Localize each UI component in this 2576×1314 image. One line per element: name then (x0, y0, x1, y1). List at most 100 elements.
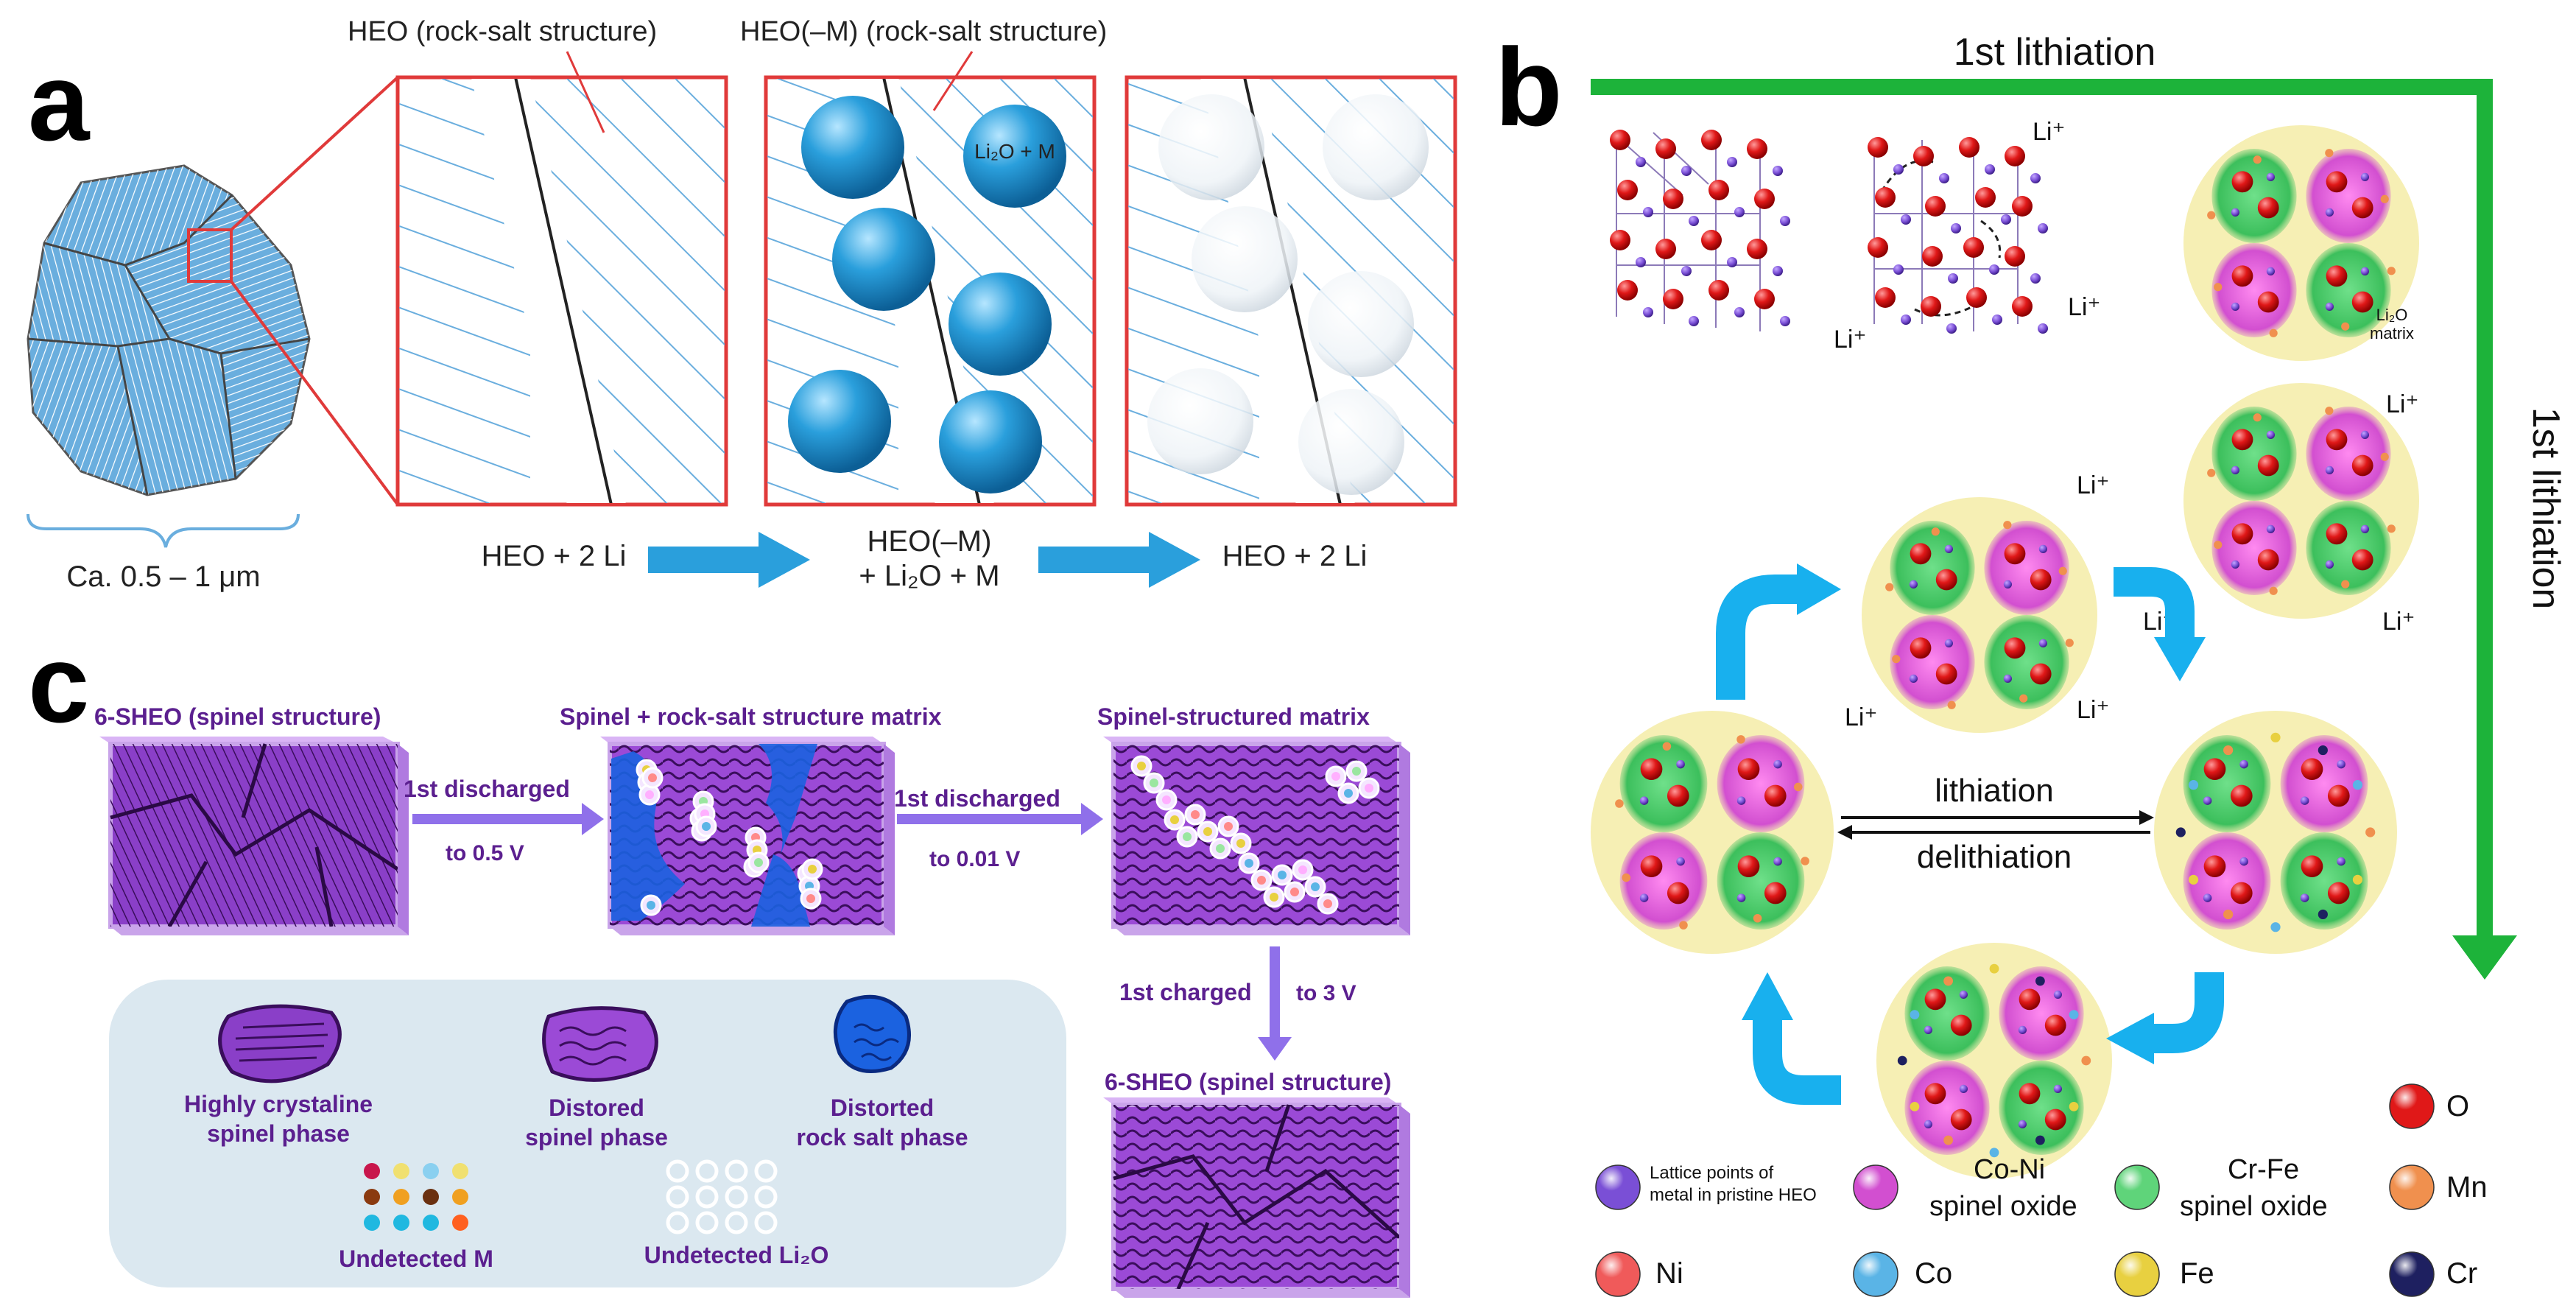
lattice-point (1924, 1120, 1932, 1128)
lattice-point (2030, 273, 2041, 284)
oxygen-atom (1701, 130, 1722, 150)
metal-dot (648, 773, 657, 782)
metal-dot (1245, 859, 1253, 868)
grain-size-label: Ca. 0.5 – 1 μm (66, 561, 260, 593)
metal-cluster (2035, 976, 2045, 986)
oxygen-atom (1875, 287, 1896, 308)
li2o-m-particle (788, 370, 891, 473)
legend-distorted-rs-1: Distorted (831, 1095, 934, 1121)
metal-dot (1224, 822, 1233, 831)
metal-cluster (2380, 452, 2389, 461)
composite-background (1591, 711, 1834, 954)
oxygen-atom (1617, 180, 1638, 200)
oxygen-atom (2326, 265, 2348, 287)
lattice-point (2018, 1025, 2027, 1034)
lattice-point (2266, 430, 2275, 440)
panel-a-letter: a (28, 40, 91, 164)
li2o-dot (666, 1159, 689, 1183)
undetected-li2o-dots (666, 1159, 778, 1234)
reaction-step-2a: HEO(–M) (868, 525, 992, 558)
legend-distorted-spinel-1: Distored (549, 1095, 644, 1121)
metal-dot (423, 1163, 439, 1179)
metal-dot (393, 1215, 409, 1231)
metal-cluster (1910, 1010, 1920, 1019)
oxygen-atom (2012, 296, 2033, 317)
lattice-point (2360, 430, 2369, 440)
lattice-point (1736, 893, 1746, 902)
metal-cluster (1615, 799, 1624, 808)
composite-intermediate (2183, 383, 2419, 619)
legend-oxygen-label: O (2446, 1090, 2469, 1122)
lattice-point (1780, 216, 1790, 226)
metal-dot (808, 865, 817, 874)
legend-cr-swatch-shine (2390, 1252, 2434, 1296)
metal-cluster (2269, 328, 2278, 337)
li-ion-label: Li⁺ (2386, 390, 2418, 418)
oxygen-atom (2351, 454, 2373, 477)
spinel-domain (1890, 521, 1975, 615)
legend-highly-1: Highly crystaline (184, 1091, 373, 1117)
metal-cluster (2003, 521, 2012, 530)
frame-heo-m: Li₂O + M (764, 75, 1097, 507)
metal-cluster (1943, 1135, 1954, 1145)
li-ion-label: Li⁺ (2077, 471, 2109, 499)
oxygen-atom (1959, 137, 1979, 158)
legend-crfe-label-1: Cr-Fe (2228, 1154, 2299, 1185)
lattice-point (2325, 560, 2334, 569)
lattice-point (1944, 544, 1953, 554)
oxygen-atom (2005, 146, 2025, 166)
spinel-domain (2183, 832, 2271, 930)
metal-cluster (1892, 655, 1901, 664)
lattice-point (2231, 560, 2239, 569)
cycle-arrows (1716, 567, 2224, 1105)
lattice-point (2003, 674, 2012, 684)
lattice-point (2030, 173, 2041, 183)
oxygen-atom (2326, 429, 2348, 451)
metal-cluster (2318, 909, 2328, 920)
spinel-domain (2280, 735, 2368, 832)
legend-crfe-label-2: spinel oxide (2180, 1191, 2328, 1222)
oxygen-atom (2044, 1109, 2066, 1131)
spinel-domain (2306, 501, 2391, 595)
lattice-point (1909, 674, 1918, 684)
oxygen-atom (1913, 146, 1934, 166)
lattice-point (1773, 857, 1782, 866)
oxygen-atom (1935, 663, 1957, 685)
lattice-point (1636, 157, 1646, 167)
panel-b-letter: b (1495, 25, 1563, 149)
spinel-domain (2306, 243, 2391, 337)
oxygen-atom (2351, 197, 2373, 219)
metal-dot (1323, 899, 1332, 908)
oxygen-atom (2005, 246, 2025, 267)
reaction-step-1: HEO + 2 Li (482, 540, 627, 572)
lattice-point (1734, 307, 1745, 317)
lattice-point (2360, 267, 2369, 275)
spinel-domain (2211, 407, 2297, 501)
metal-cluster (2175, 827, 2186, 837)
li2o-dot (695, 1159, 719, 1183)
oxygen-atom (2230, 784, 2253, 807)
metal-cluster (2253, 413, 2262, 422)
lattice-point (1681, 166, 1692, 176)
metal-dot (1150, 779, 1158, 787)
oxygen-atom (2351, 549, 2373, 571)
metal-cluster (1947, 700, 1956, 709)
metal-dot (1236, 839, 1245, 848)
metal-dot (1183, 832, 1192, 841)
lattice-point (1681, 266, 1692, 276)
oxygen-atom (2326, 171, 2348, 193)
metal-cluster (1662, 742, 1672, 751)
metal-dot (364, 1215, 380, 1231)
oxygen-atom (2257, 291, 2279, 313)
metal-dot (806, 894, 815, 903)
oxygen-atom (2044, 1014, 2066, 1036)
oxygen-atom (1640, 758, 1663, 781)
lattice-point (2203, 893, 2212, 902)
li2o-m-particle (949, 273, 1052, 376)
oxygen-atom (1950, 1014, 1972, 1036)
frame-heo (395, 75, 728, 507)
oxygen-atom (1701, 230, 1722, 250)
legend-fe-swatch-shine (2115, 1252, 2159, 1296)
composite-li2o-matrix (2183, 125, 2419, 361)
metal-cluster (2269, 586, 2278, 595)
